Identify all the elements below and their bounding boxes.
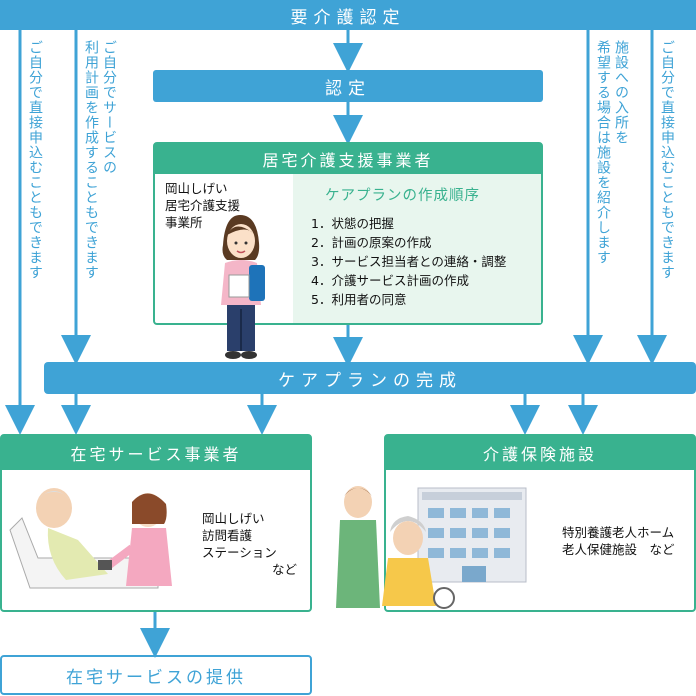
care-manager-title: 居宅介護支援事業者 — [155, 144, 541, 174]
nursing-visit-illustration — [9, 488, 172, 589]
plan-steps-panel: ケアプランの作成順序 1．状態の把握 2．計画の原案の作成 3．サービス担当者と… — [293, 174, 541, 323]
office-line: 事業所 — [165, 215, 203, 230]
provider-line: ステーション — [202, 545, 277, 560]
note-left-inner-1: ご自分でサービスの — [101, 40, 117, 175]
home-service-provider-lines: 岡山しげい 訪問看護 ステーション など — [202, 510, 297, 578]
plan-steps-title: ケアプランの作成順序 — [325, 188, 480, 204]
certified-label: 認定 — [325, 78, 371, 99]
provider-line: など — [272, 562, 298, 577]
note-right-inner-1: 施設への入所を — [613, 40, 629, 145]
note-left-inner-2: 利用計画を作成することもできます — [83, 40, 99, 280]
plan-step: 5．利用者の同意 — [311, 292, 407, 307]
office-line: 岡山しげい — [165, 181, 228, 196]
home-service-box: 在宅サービス事業者 岡山しげい 訪問看護 ステーション など — [0, 434, 312, 612]
note-right-outer: ご自分で直接申込むこともできます — [659, 40, 675, 280]
plan-step: 2．計画の原案の作成 — [311, 235, 432, 250]
care-manager-office: 岡山しげい 居宅介護支援 事業所 — [165, 180, 240, 231]
provider-line: 岡山しげい — [202, 511, 265, 526]
care-certification-label: 要介護認定 — [290, 7, 406, 28]
care-facility-illustration — [336, 486, 527, 609]
plan-step: 3．サービス担当者との連絡・調整 — [311, 254, 507, 269]
home-service-title: 在宅サービス事業者 — [2, 436, 310, 470]
care-facility-title: 介護保険施設 — [386, 436, 694, 470]
home-service-provision-label: 在宅サービスの提供 — [66, 667, 246, 688]
care-plan-complete-bar: ケアプランの完成 — [44, 362, 696, 394]
facility-line: 老人保健施設 など — [562, 542, 675, 557]
care-certification-bar: 要介護認定 — [0, 0, 696, 30]
care-manager-illustration — [221, 215, 265, 359]
office-line: 居宅介護支援 — [165, 198, 241, 213]
facility-lines: 特別養護老人ホーム 老人保健施設 など — [562, 524, 675, 558]
plan-step: 4．介護サービス計画の作成 — [311, 273, 469, 288]
note-right-inner-2: 希望する場合は施設を紹介します — [595, 40, 611, 265]
provider-line: 訪問看護 — [202, 528, 253, 543]
plan-step: 1．状態の把握 — [311, 216, 394, 231]
home-service-provision-box: 在宅サービスの提供 — [0, 655, 312, 695]
care-manager-box: 居宅介護支援事業者 岡山しげい 居宅介護支援 事業所 ケアプランの作成順序 1．… — [153, 142, 543, 325]
note-left-outer: ご自分で直接申込むこともできます — [27, 40, 43, 280]
certified-box: 認定 — [153, 70, 543, 102]
facility-line: 特別養護老人ホーム — [562, 525, 675, 540]
care-plan-complete-label: ケアプランの完成 — [278, 370, 462, 391]
